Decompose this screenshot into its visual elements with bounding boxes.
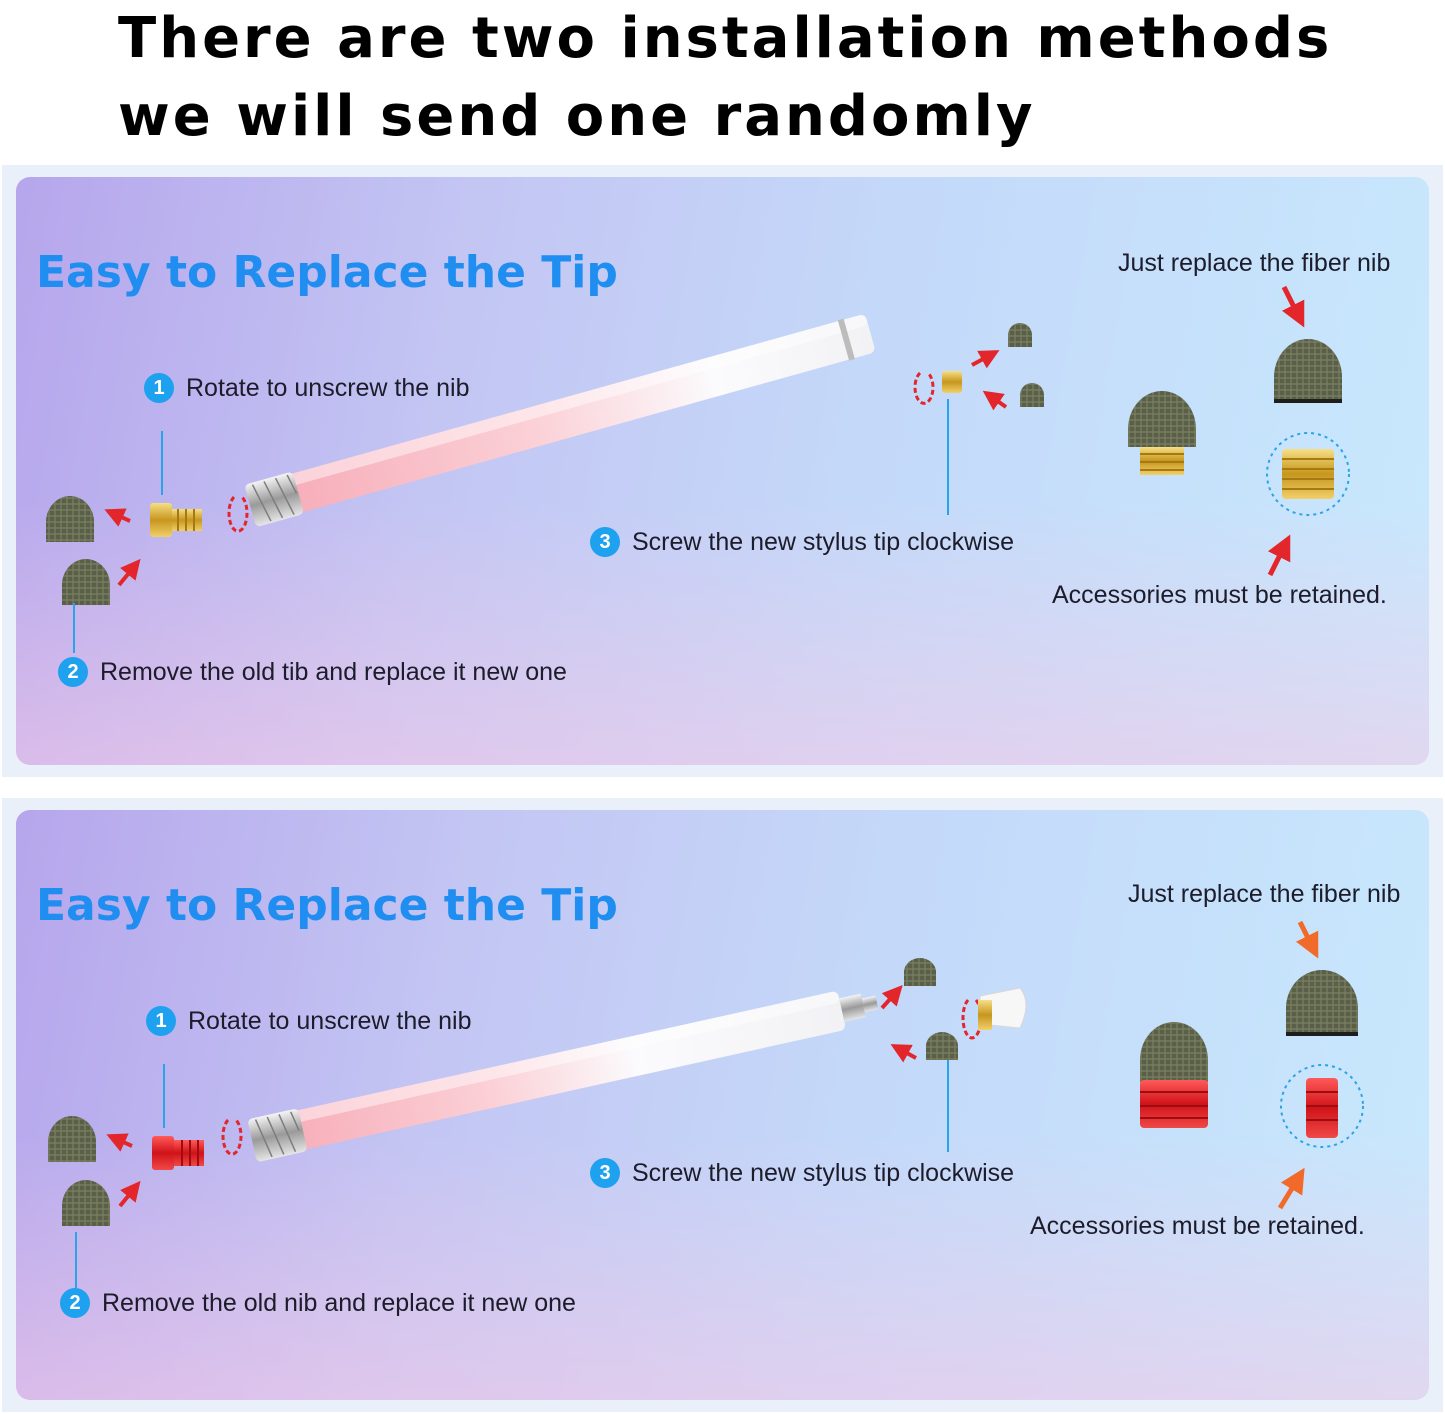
step-2-replace: 2 Remove the old nib and replace it new … xyxy=(60,1288,576,1318)
note-accessories-retained: Accessories must be retained. xyxy=(1052,581,1387,609)
arrow-icon xyxy=(982,390,1008,411)
fiber-nib-replacement xyxy=(1274,339,1342,403)
step-number-badge: 3 xyxy=(590,527,620,557)
step-2-replace: 2 Remove the old tib and replace it new … xyxy=(58,657,567,687)
arrow-icon xyxy=(1281,285,1305,328)
panel-threaded-nib: Easy to Replace the Tip 1 Rotate to unsc… xyxy=(16,177,1429,765)
step-text: Remove the old tib and replace it new on… xyxy=(100,657,567,686)
fiber-nib-small xyxy=(1008,323,1032,347)
arrow-icon xyxy=(118,1180,141,1208)
rotate-arrow-icon xyxy=(227,495,249,533)
note-replace-fiber: Just replace the fiber nib xyxy=(1128,880,1401,908)
note-accessories-retained: Accessories must be retained. xyxy=(1030,1212,1365,1240)
step-number-badge: 2 xyxy=(60,1288,90,1318)
new-fiber-nib xyxy=(62,1180,110,1226)
panel-frame-threaded: Easy to Replace the Tip 1 Rotate to unsc… xyxy=(2,165,1443,777)
arrow-icon xyxy=(1295,920,1319,959)
arrow-icon xyxy=(117,558,141,587)
headline-line-1: There are two installation methods xyxy=(118,6,1333,71)
assembled-nib xyxy=(1128,391,1196,475)
fiber-nib-replacement xyxy=(1286,970,1358,1036)
step-3-screw: 3 Screw the new stylus tip clockwise xyxy=(590,1158,1014,1188)
rotate-arrow-icon xyxy=(221,1118,243,1156)
old-fiber-nib xyxy=(48,1116,96,1162)
small-brass-connector xyxy=(942,371,962,393)
step-text: Screw the new stylus tip clockwise xyxy=(632,527,1015,556)
fiber-nib-small xyxy=(1020,383,1044,407)
headline-line-2: we will send one randomly xyxy=(118,84,1036,149)
stylus-barrel xyxy=(245,315,875,527)
step-text: Rotate to unscrew the nib xyxy=(186,373,470,402)
accessory-highlight-circle xyxy=(1266,432,1350,516)
arrow-icon xyxy=(104,508,131,527)
red-rubber-connector xyxy=(152,1136,204,1170)
step-text: Remove the old nib and replace it new on… xyxy=(102,1288,576,1317)
red-rubber-accessory xyxy=(1306,1078,1338,1138)
step-1-rotate: 1 Rotate to unscrew the nib xyxy=(146,1006,472,1036)
accessory-highlight-circle xyxy=(1280,1064,1364,1148)
arrow-icon xyxy=(106,1133,133,1152)
step-text: Screw the new stylus tip clockwise xyxy=(632,1158,1015,1187)
panel-frame-plug: Easy to Replace the Tip 1 Rotate to unsc… xyxy=(2,798,1443,1412)
stylus-cap xyxy=(978,987,1027,1030)
new-fiber-nib xyxy=(62,559,110,605)
rotate-arrow-icon xyxy=(913,371,935,405)
arrow-icon xyxy=(890,1044,917,1063)
step-number-badge: 1 xyxy=(144,373,174,403)
arrow-icon xyxy=(1267,534,1291,577)
arrow-icon xyxy=(971,350,1000,369)
fiber-nib-small xyxy=(904,958,936,986)
brass-accessory xyxy=(1282,449,1334,499)
note-replace-fiber: Just replace the fiber nib xyxy=(1118,249,1391,277)
step-number-badge: 1 xyxy=(146,1006,176,1036)
assembled-nib xyxy=(1140,1022,1208,1128)
threaded-nib-illustration xyxy=(46,285,1350,653)
step-1-rotate: 1 Rotate to unscrew the nib xyxy=(144,373,470,403)
arrow-icon xyxy=(1277,1167,1305,1210)
step-number-badge: 2 xyxy=(58,657,88,687)
fiber-nib-small xyxy=(926,1032,958,1060)
step-text: Rotate to unscrew the nib xyxy=(188,1006,472,1035)
headline: There are two installation methods we wi… xyxy=(118,0,1332,156)
brass-connector xyxy=(150,503,202,537)
arrow-icon xyxy=(880,985,903,1010)
stylus-barrel xyxy=(248,991,879,1162)
step-3-screw: 3 Screw the new stylus tip clockwise xyxy=(590,527,1014,557)
old-fiber-nib xyxy=(46,496,94,542)
panel-title: Easy to Replace the Tip xyxy=(36,247,618,298)
panel-plug-nib: Easy to Replace the Tip 1 Rotate to unsc… xyxy=(16,810,1429,1400)
plug-nib-illustration xyxy=(48,920,1364,1288)
step-number-badge: 3 xyxy=(590,1158,620,1188)
panel-title: Easy to Replace the Tip xyxy=(36,880,618,931)
